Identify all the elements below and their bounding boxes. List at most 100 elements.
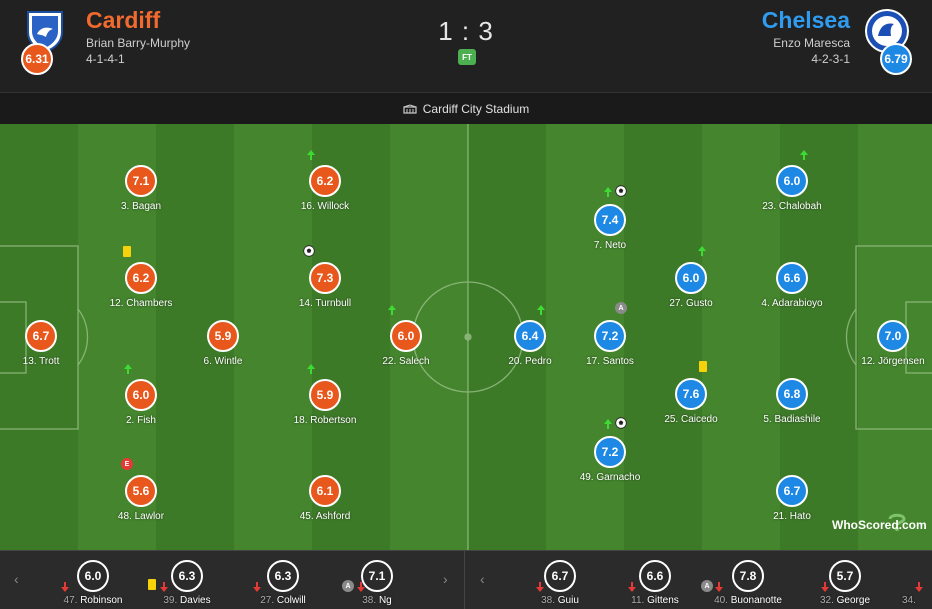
- home-team-name[interactable]: Cardiff: [86, 7, 161, 33]
- sub-george[interactable]: 5.7 32. George: [790, 551, 900, 609]
- player-garnacho[interactable]: 7.2 49. Garnacho: [555, 417, 665, 496]
- stadium-icon: [403, 104, 417, 114]
- player-rating: 5.9: [309, 379, 341, 411]
- substitution-off-icon: [698, 246, 706, 256]
- substitution-off-icon: [604, 187, 612, 197]
- chelsea-crest-icon[interactable]: [864, 8, 910, 54]
- player-name: 21. Hato: [773, 511, 811, 522]
- player-rating: 6.0: [776, 165, 808, 197]
- player-rating: 6.7: [544, 560, 576, 592]
- player-name: 3. Bagan: [120, 201, 162, 212]
- player-rating: 6.0: [125, 379, 157, 411]
- sub-buonanotte[interactable]: A 7.8 40. Buonanotte: [693, 551, 803, 609]
- player-name: 11. Gittens: [631, 595, 679, 606]
- player-trott[interactable]: 6.7 13. Trott: [0, 320, 96, 380]
- player-name: 23. Chalobah: [762, 201, 822, 212]
- player-rating: 6.7: [25, 320, 57, 352]
- player-pedro[interactable]: 6.4 20. Pedro: [475, 305, 585, 380]
- player-willock[interactable]: 6.2 16. Willock: [270, 150, 380, 225]
- sub-robinson[interactable]: 6.0 47. Robinson: [38, 551, 148, 609]
- player-lawlor[interactable]: E 5.6 48. Lawlor: [86, 458, 196, 535]
- player-name: 39. Davies: [163, 595, 211, 606]
- player-rating: 6.7: [776, 475, 808, 507]
- player-name: 2. Fish: [125, 415, 156, 426]
- player-ashford[interactable]: 6.1 45. Ashford: [270, 475, 380, 535]
- away-team-name[interactable]: Chelsea: [761, 7, 850, 33]
- player-name: 18. Robertson: [293, 415, 357, 426]
- player-name: 34.: [902, 595, 916, 606]
- sub-ng[interactable]: A 7.1 38. Ng: [322, 551, 432, 609]
- venue-bar: Cardiff City Stadium: [0, 92, 932, 124]
- player-rating: 5.9: [207, 320, 239, 352]
- assist-icon: A: [615, 302, 627, 314]
- yellow-card-icon: [123, 246, 131, 257]
- substitution-off-icon: [307, 364, 315, 374]
- substitution-on-icon: [821, 582, 829, 592]
- yellow-card-icon: [148, 579, 156, 590]
- match-status-badge: FT: [458, 49, 476, 65]
- player-rating: 6.0: [77, 560, 109, 592]
- player-name: 22. Salech: [382, 356, 430, 367]
- sub-partial[interactable]: 34.: [886, 551, 932, 609]
- sub-davies[interactable]: 6.3 39. Davies: [132, 551, 242, 609]
- player-name: 38. Guiu: [541, 595, 579, 606]
- venue-name: Cardiff City Stadium: [422, 101, 530, 116]
- player-jorgensen[interactable]: 7.0 12. Jörgensen: [838, 320, 932, 380]
- player-name: 25. Caicedo: [664, 414, 718, 425]
- player-rating: 6.2: [309, 165, 341, 197]
- sub-gittens[interactable]: 6.6 11. Gittens: [600, 551, 710, 609]
- player-adarabioyo[interactable]: 6.6 4. Adarabioyo: [737, 262, 847, 322]
- away-formation: 4-2-3-1: [811, 52, 850, 66]
- chevron-left-icon[interactable]: ‹: [480, 571, 485, 587]
- player-name: 12. Jörgensen: [861, 356, 925, 367]
- player-fish[interactable]: 6.0 2. Fish: [86, 364, 196, 439]
- player-santos[interactable]: A 7.2 17. Santos: [555, 302, 665, 380]
- player-rating: 7.2: [594, 320, 626, 352]
- sub-guiu[interactable]: 6.7 38. Guiu: [505, 551, 615, 609]
- player-bagan[interactable]: 7.1 3. Bagan: [86, 165, 196, 225]
- goal-ball-icon: [615, 417, 627, 429]
- player-name: 27. Gusto: [669, 298, 713, 309]
- player-hato[interactable]: 6.7 21. Hato: [737, 475, 847, 535]
- player-caicedo[interactable]: 7.6 25. Caicedo: [636, 361, 746, 438]
- player-name: 7. Neto: [593, 240, 627, 251]
- substitution-on-icon: [715, 582, 723, 592]
- player-rating: 7.0: [877, 320, 909, 352]
- player-rating: 6.2: [125, 262, 157, 294]
- player-gusto[interactable]: 6.0 27. Gusto: [636, 246, 746, 322]
- home-formation: 4-1-4-1: [86, 52, 125, 66]
- player-rating: 7.1: [361, 560, 393, 592]
- player-salech[interactable]: 6.0 22. Salech: [351, 305, 461, 380]
- assist-icon: A: [342, 580, 354, 592]
- whoscored-logo-icon: [888, 513, 906, 531]
- player-name: 17. Santos: [586, 356, 634, 367]
- player-name: 38. Ng: [362, 595, 392, 606]
- substitution-off-icon: [604, 419, 612, 429]
- assist-icon: A: [701, 580, 713, 592]
- player-rating: 6.0: [675, 262, 707, 294]
- player-rating: 6.8: [776, 378, 808, 410]
- player-rating: 7.1: [125, 165, 157, 197]
- player-neto[interactable]: 7.4 7. Neto: [555, 185, 665, 264]
- player-rating: 6.3: [267, 560, 299, 592]
- player-robertson[interactable]: 5.9 18. Robertson: [270, 364, 380, 439]
- player-turnbull[interactable]: 7.3 14. Turnbull: [270, 245, 380, 322]
- player-badiashile[interactable]: 6.8 5. Badiashile: [737, 378, 847, 438]
- substitution-on-icon: [915, 582, 923, 592]
- player-wintle[interactable]: 5.9 6. Wintle: [168, 320, 278, 380]
- player-rating: 5.6: [125, 475, 157, 507]
- player-rating: 6.4: [514, 320, 546, 352]
- substitution-on-icon: [357, 582, 365, 592]
- player-name: 45. Ashford: [299, 511, 351, 522]
- home-coach: Brian Barry-Murphy: [86, 36, 191, 50]
- error-icon: E: [121, 458, 133, 470]
- player-rating: 7.2: [594, 436, 626, 468]
- player-chambers[interactable]: 6.2 12. Chambers: [86, 246, 196, 322]
- player-name: 14. Turnbull: [298, 298, 352, 309]
- player-name: 20. Pedro: [508, 356, 552, 367]
- substitution-on-icon: [536, 582, 544, 592]
- chevron-right-icon[interactable]: ›: [443, 571, 448, 587]
- player-chalobah[interactable]: 6.0 23. Chalobah: [737, 150, 847, 225]
- sub-colwill[interactable]: 6.3 27. Colwill: [228, 551, 338, 609]
- chevron-left-icon[interactable]: ‹: [14, 571, 19, 587]
